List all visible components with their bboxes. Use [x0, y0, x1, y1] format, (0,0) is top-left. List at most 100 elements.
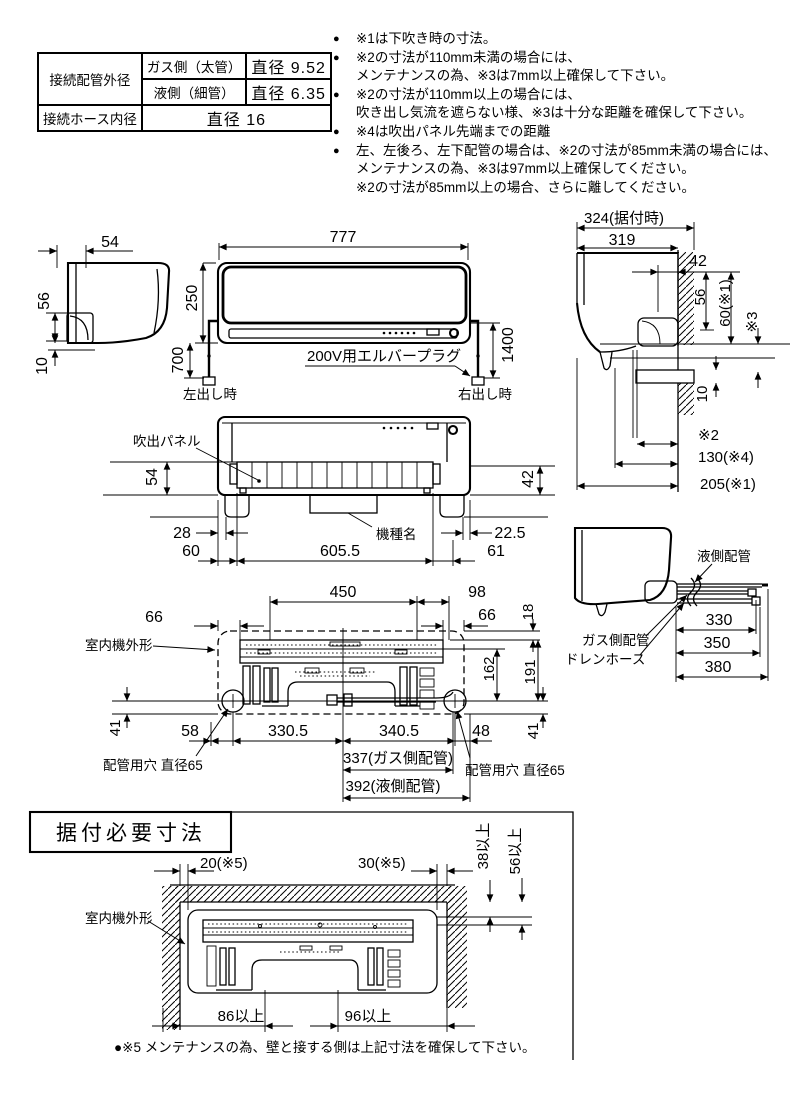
dim-41-right: 41: [525, 723, 542, 740]
note-text: 左、左後ろ、左下配管の場合は、※2の寸法が85mm未満の場合には、: [356, 142, 777, 158]
dim-98: 98: [468, 584, 486, 601]
note-text: 吹き出し気流を遮らない様、※3は十分な距離を確保して下さい。: [356, 105, 753, 121]
dim-56i: 56以上: [507, 828, 524, 875]
rear-view: 室内機外形 66 450 98 66 18 162: [85, 584, 565, 802]
dim-340-5: 340.5: [379, 723, 419, 740]
dim-205: 205(※1): [700, 476, 756, 493]
note-item: ●※4は吹出パネル先端までの距離: [333, 123, 795, 142]
dim-58: 58: [181, 723, 199, 740]
dim-319: 319: [609, 232, 636, 249]
dim-hoshi3: ※3: [744, 312, 761, 333]
dim-60: 60(※1): [717, 279, 734, 327]
side-left-view: 54 56 10: [34, 234, 171, 375]
model-name-label: 機種名: [376, 527, 417, 542]
left-plug-icon: [202, 376, 216, 386]
dim-56w: 56: [692, 289, 709, 306]
dim-130: 130(※4): [698, 449, 754, 466]
side-wall-view: 324(据付時) 319 42 56 60(※1) ※3 10: [575, 210, 790, 493]
right-outlet-label: 右出し時: [458, 387, 512, 402]
spec-liquid-label: 液側（細管）: [140, 78, 248, 106]
indoor-unit-outline-label: 室内機外形: [85, 637, 153, 653]
note-item: ● 左、左後ろ、左下配管の場合は、※2の寸法が85mm未満の場合には、: [333, 142, 795, 161]
dim-66-left: 66: [145, 609, 163, 626]
bullet-icon: ●: [333, 33, 340, 45]
right-plug-icon: [471, 376, 485, 386]
dim-380: 380: [705, 659, 732, 676]
spec-liquid-value: 直径 6.35: [245, 78, 332, 106]
note-text: メンテナンスの為、※3は97mm以上確保してください。: [356, 161, 695, 177]
dim-337: 337(ガス側配管): [343, 750, 453, 767]
dim-48: 48: [472, 723, 490, 740]
note-item: ● ※1は下吹き時の寸法。: [333, 30, 795, 49]
gas-pipe-label: ガス側配管: [582, 633, 650, 648]
note-text: ※2の寸法が110mm以上の場合には、: [356, 86, 581, 102]
notes-list: ● ※1は下吹き時の寸法。 ● ※2の寸法が110mm未満の場合には、 メンテナンス…: [333, 30, 795, 197]
dim-60b: 60: [182, 543, 200, 560]
note-text: ※1は下吹き時の寸法。: [356, 31, 497, 46]
dim-777: 777: [330, 229, 357, 246]
dim-30: 30(※5): [358, 855, 406, 872]
indicator-lights: [382, 331, 416, 335]
section-title: 据付必要寸法: [56, 822, 206, 845]
dim-22-5: 22.5: [494, 525, 525, 542]
pipe-hole-right-label: 配管用穴 直径65: [465, 763, 565, 778]
dim-42b: 42: [520, 470, 537, 488]
dim-20: 20(※5): [200, 855, 248, 872]
dim-86: 86以上: [218, 1008, 265, 1025]
dim-41-left: 41: [107, 720, 124, 737]
dim-10: 10: [34, 357, 51, 375]
dim-28: 28: [173, 525, 191, 542]
note-text: ※2の寸法が85mm以上の場合、さらに離してください。: [356, 179, 696, 195]
note-item: メンテナンスの為、※3は7mm以上確保して下さい。: [333, 67, 795, 86]
indoor-unit-outline-label: 室内機外形: [85, 910, 153, 926]
dim-330-5: 330.5: [268, 723, 308, 740]
table-row: 接続配管外径 ガス側（太管） 直径 9.52: [37, 52, 332, 106]
dim-350: 350: [704, 635, 731, 652]
plug-label: 200V用エルバープラグ: [307, 348, 461, 365]
drain-hose-label: ドレンホース: [565, 652, 645, 667]
outlet-panel-label: 吹出パネル: [133, 434, 201, 449]
dim-96: 96以上: [345, 1008, 392, 1025]
dim-hoshi2: ※2: [698, 427, 719, 444]
dim-10w: 10: [694, 386, 711, 403]
note-item: メンテナンスの為、※3は97mm以上確保してください。: [333, 160, 795, 179]
note-text: ※2の寸法が110mm未満の場合には、: [356, 49, 581, 65]
spec-row1-head: 接続配管外径: [37, 52, 143, 106]
pipe-hole-left-label: 配管用穴 直径65: [103, 758, 203, 773]
bullet-icon: ●: [333, 51, 340, 64]
table-row: 接続ホース内径 直径 16: [37, 104, 332, 132]
table-row: 液側（細管） 直径 6.35: [38, 78, 332, 106]
dim-66-right: 66: [478, 607, 496, 624]
install-section: 据付必要寸法: [28, 810, 574, 1060]
note-item: 吹き出し気流を遮らない様、※3は十分な距離を確保して下さい。: [333, 104, 795, 123]
dim-54b: 54: [144, 468, 161, 486]
dim-61: 61: [487, 543, 505, 560]
dim-605-5: 605.5: [320, 543, 360, 560]
dim-162: 162: [481, 656, 498, 681]
bullet-icon: ●: [333, 144, 340, 157]
spec-hose-head: 接続ホース内径: [37, 104, 143, 132]
power-indicator-icon: [448, 327, 460, 339]
dim-1400: 1400: [500, 327, 517, 363]
dim-392: 392(液側配管): [345, 778, 440, 795]
spec-table: 接続配管外径 ガス側（太管） 直径 9.52 液側（細管） 直径 6.35 接続…: [37, 52, 332, 132]
dim-330: 330: [706, 612, 733, 629]
spec-gas-label: ガス側（太管）: [140, 52, 248, 80]
pipes: [677, 577, 768, 607]
dim-250: 250: [184, 285, 201, 312]
bullet-icon: ●: [333, 125, 340, 138]
dim-450: 450: [330, 584, 357, 601]
note-item: ● ※2の寸法が110mm以上の場合には、: [333, 86, 795, 105]
dim-191: 191: [522, 659, 539, 684]
power-indicator-icon: [447, 424, 459, 436]
spec-gas-value: 直径 9.52: [245, 52, 332, 80]
left-outlet-label: 左出し時: [183, 387, 237, 402]
note-item: ● ※2の寸法が110mm未満の場合には、: [333, 49, 795, 68]
bullet-icon: ●: [333, 88, 340, 101]
install-note: ●※5 メンテナンスの為、壁と接する側は上記寸法を確保して下さい。: [114, 1039, 536, 1055]
liquid-pipe-label: 液側配管: [697, 549, 751, 564]
front-view: 777 250 700 1400 200V用エルバープラグ 左出し時 右出し時: [170, 229, 517, 402]
dim-38: 38以上: [475, 823, 492, 870]
